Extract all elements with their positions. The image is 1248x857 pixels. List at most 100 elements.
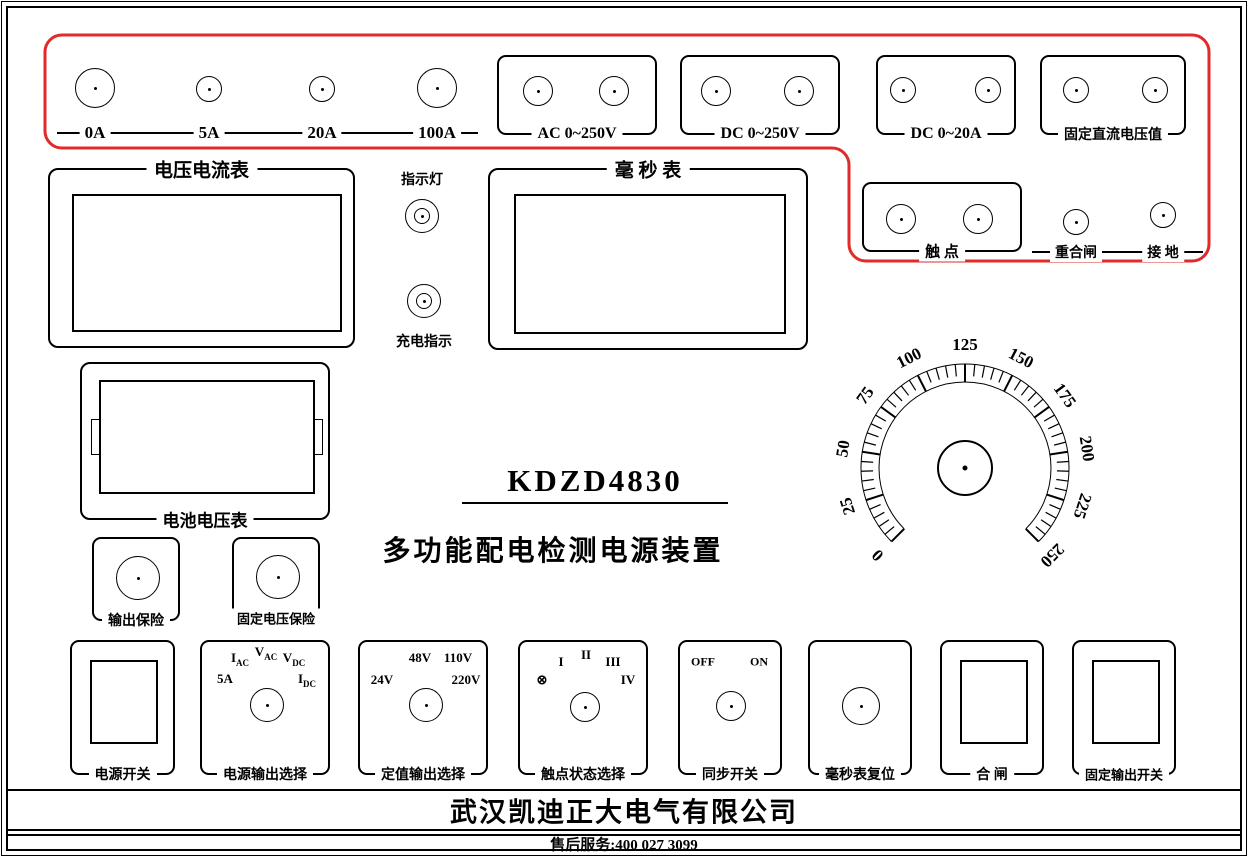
fixed-output-switch-rocker[interactable] xyxy=(1092,660,1160,744)
footer-double-line-2 xyxy=(8,834,1240,836)
fixed-option-220v: 220V xyxy=(451,672,481,687)
terminal-100a-label: 100A xyxy=(413,123,461,143)
terminal-0a-label: 0A xyxy=(79,123,111,143)
output-option-5a: 5A xyxy=(217,671,233,687)
fixed-option-110v: 110V xyxy=(443,650,473,665)
red-outline-path xyxy=(43,33,1211,263)
sync-switch-label: 同步开关 xyxy=(696,764,764,784)
ms-reset: 毫秒表复位 xyxy=(808,640,912,784)
svg-text:150: 150 xyxy=(1005,344,1036,373)
sync-option-on: ON xyxy=(750,654,768,669)
volt-current-meter: 电压电流表 xyxy=(48,155,355,348)
contact-state-selector-label: 触点状态选择 xyxy=(535,764,631,784)
ms-reset-label: 毫秒表复位 xyxy=(819,764,901,784)
sync-switch-knob[interactable] xyxy=(716,691,746,721)
contact-option-off: ⊗ xyxy=(536,672,548,687)
charge-lamp-label: 充电指示 xyxy=(391,331,457,351)
terminal-group-ac-0-250v: AC 0~250V xyxy=(497,55,657,143)
contact-terminal-2[interactable] xyxy=(963,204,993,234)
contact-option-3: III xyxy=(605,654,621,669)
contact-select-knob[interactable] xyxy=(570,692,600,722)
dial-knob[interactable] xyxy=(937,440,993,496)
charge-lamp xyxy=(407,284,441,318)
model-title-underline xyxy=(462,502,728,504)
output-fuse[interactable] xyxy=(116,556,160,600)
output-option-vac: VAC xyxy=(254,644,278,662)
battery-voltmeter-label: 电池电压表 xyxy=(156,506,254,532)
reclose-ground-line xyxy=(1032,251,1203,253)
contact-group-label: 触 点 xyxy=(919,240,965,262)
current-row-line xyxy=(57,132,478,134)
reclose-terminal[interactable] xyxy=(1063,209,1089,235)
contact-state-selector: I II III ⊗ IV 触点状态选择 xyxy=(518,640,648,784)
contact-option-1: I xyxy=(558,654,564,669)
device-subtitle: 多功能配电检测电源装置 xyxy=(382,536,724,567)
dc-20a-terminal-1[interactable] xyxy=(890,77,916,103)
fixed-select-knob[interactable] xyxy=(409,688,443,722)
fixed-voltage-fuse-holder: 固定电压保险 xyxy=(230,537,322,628)
power-switch-rocker[interactable] xyxy=(90,660,158,744)
fixed-voltage-fuse[interactable] xyxy=(256,555,300,599)
terminal-5a[interactable] xyxy=(196,76,222,102)
ac-250v-terminal-1[interactable] xyxy=(523,76,553,106)
sync-option-off: OFF xyxy=(691,654,715,669)
power-output-selector-label: 电源输出选择 xyxy=(217,764,313,784)
millisecond-display xyxy=(514,194,786,334)
footer-double-line-1 xyxy=(8,829,1240,831)
svg-text:250: 250 xyxy=(1037,540,1068,571)
fixed-voltage-fuse-label: 固定电压保险 xyxy=(230,608,322,628)
sync-switch: OFF ON 同步开关 xyxy=(678,640,782,784)
model-title: KDZD4830 xyxy=(507,463,683,498)
contact-terminal-1[interactable] xyxy=(886,204,916,234)
svg-text:200: 200 xyxy=(1076,435,1099,463)
fixed-dc-terminal-1[interactable] xyxy=(1063,77,1089,103)
terminal-group-fixed-dc: 固定直流电压值 xyxy=(1040,55,1186,144)
volt-current-meter-label: 电压电流表 xyxy=(145,155,258,183)
terminal-100a[interactable] xyxy=(417,68,457,108)
dc-20a-group-label: DC 0~20A xyxy=(904,125,988,143)
indicator-lamp xyxy=(405,199,439,233)
volt-current-display xyxy=(72,194,342,332)
close-switch: 合 闸 xyxy=(940,640,1044,784)
dc-20a-terminal-2[interactable] xyxy=(975,77,1001,103)
fixed-dc-terminal-2[interactable] xyxy=(1142,77,1168,103)
ac-250v-group-label: AC 0~250V xyxy=(531,125,623,143)
reclose-label: 重合闸 xyxy=(1050,242,1102,262)
company-name: 武汉凯迪正大电气有限公司 xyxy=(450,797,798,828)
power-output-selector: IAC VAC VDC 5A IDC 电源输出选择 xyxy=(200,640,330,784)
output-fuse-label: 输出保险 xyxy=(102,610,170,630)
fixed-dc-group-label: 固定直流电压值 xyxy=(1058,124,1168,144)
svg-text:50: 50 xyxy=(832,439,853,459)
footer-separator-line xyxy=(8,789,1240,791)
contact-option-4: IV xyxy=(620,672,636,687)
svg-text:225: 225 xyxy=(1070,491,1096,521)
close-switch-label: 合 闸 xyxy=(970,764,1014,784)
power-switch: 电源开关 xyxy=(70,640,175,784)
fixed-option-48v: 48V xyxy=(408,650,432,665)
fixed-value-selector-label: 定值输出选择 xyxy=(375,764,471,784)
ground-label: 接 地 xyxy=(1142,242,1184,262)
dc-250v-terminal-2[interactable] xyxy=(784,76,814,106)
ground-terminal[interactable] xyxy=(1150,202,1176,228)
indicator-lamp-lens xyxy=(414,208,430,224)
svg-text:75: 75 xyxy=(852,383,877,408)
output-option-iac: IAC xyxy=(230,650,250,668)
terminal-20a-label: 20A xyxy=(302,123,342,143)
ac-250v-terminal-2[interactable] xyxy=(599,76,629,106)
terminal-0a[interactable] xyxy=(75,68,115,108)
output-option-idc: IDC xyxy=(297,671,317,689)
dial-scale xyxy=(860,363,1070,543)
ms-reset-button[interactable] xyxy=(842,687,880,725)
dc-250v-group-label: DC 0~250V xyxy=(714,125,806,143)
charge-lamp-lens xyxy=(416,293,432,309)
dc-250v-terminal-1[interactable] xyxy=(701,76,731,106)
output-select-knob[interactable] xyxy=(250,688,284,722)
terminal-group-dc-0-20a: DC 0~20A xyxy=(876,55,1016,143)
indicator-lamp-label: 指示灯 xyxy=(396,169,448,189)
close-switch-rocker[interactable] xyxy=(960,660,1028,744)
terminal-group-dc-0-250v: DC 0~250V xyxy=(680,55,840,143)
terminal-5a-label: 5A xyxy=(193,123,225,143)
terminal-20a[interactable] xyxy=(309,76,335,102)
